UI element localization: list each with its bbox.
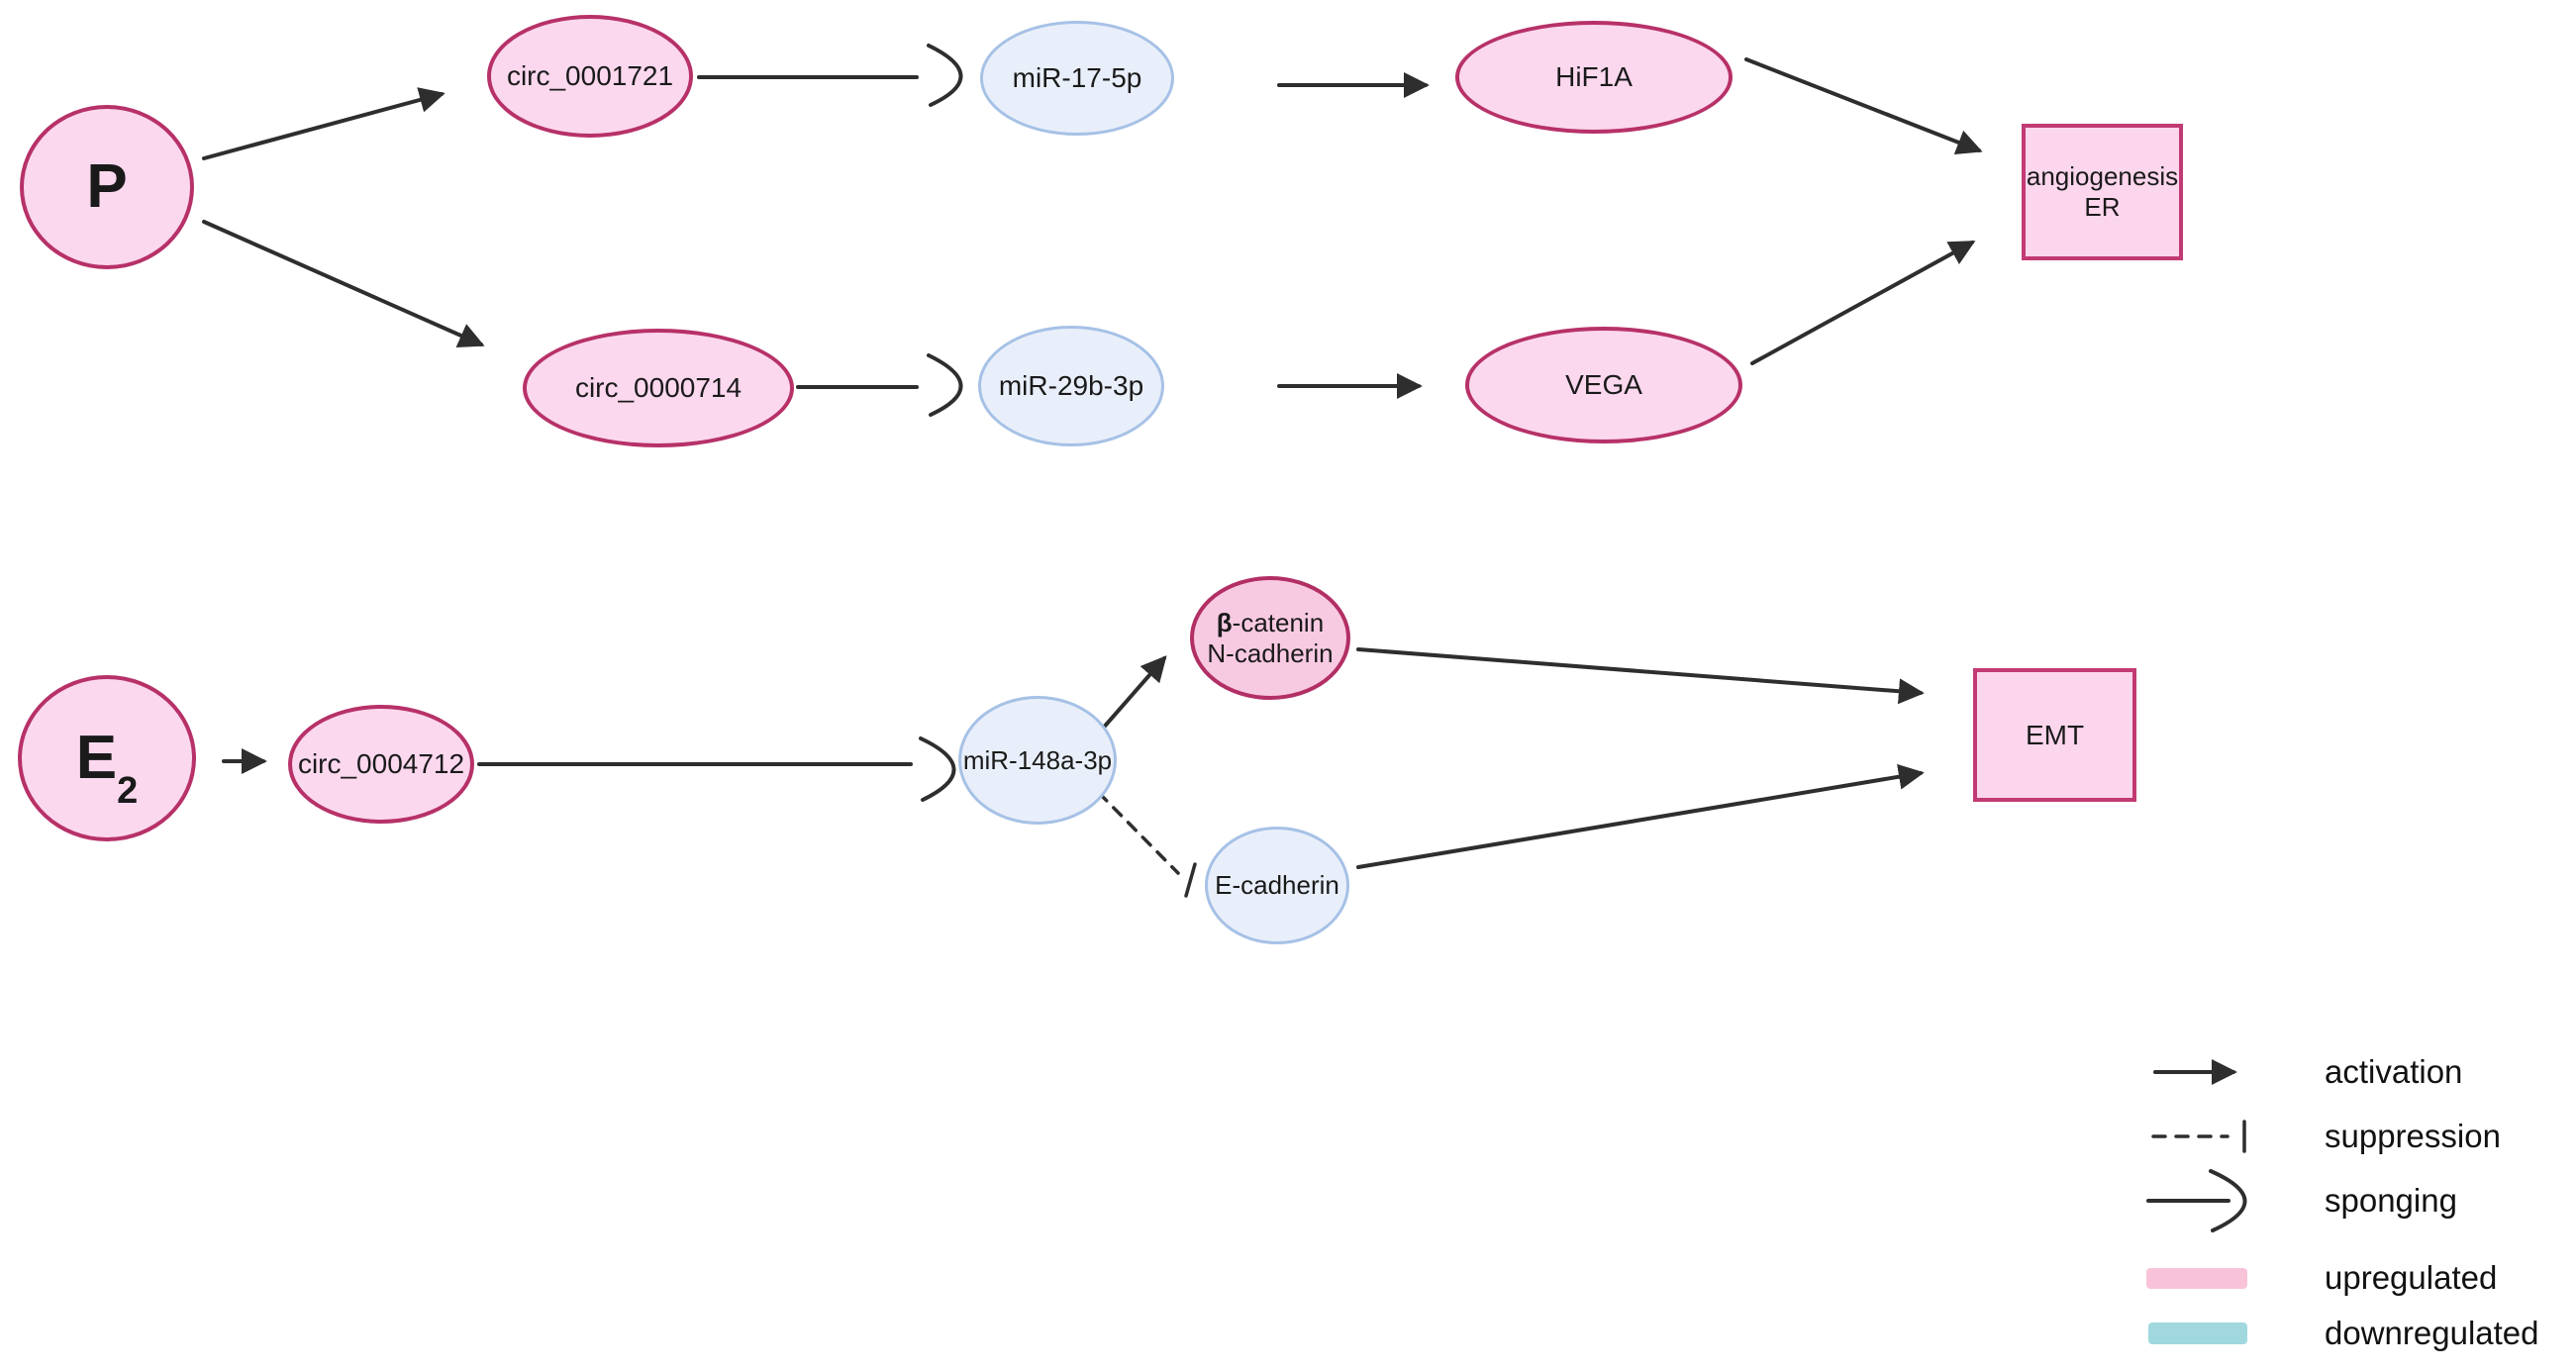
legend-label-suppression: suppression — [2325, 1118, 2501, 1154]
node-bcatenin-ncadherin: β-catenin N-cadherin — [1190, 576, 1350, 700]
node-mir-29b-3p: miR-29b-3p — [978, 326, 1164, 446]
sponging-connectors — [477, 44, 963, 802]
node-circ-0000714-label: circ_0000714 — [574, 372, 743, 404]
arrow-bcatenin-to-emt — [1356, 647, 1925, 705]
node-circ-0004712-label: circ_0004712 — [297, 748, 465, 780]
node-emt-label: EMT — [2025, 719, 2085, 750]
sponge-arc-mir29 — [927, 353, 963, 417]
node-angiogenesis-line2: ER — [2084, 192, 2121, 222]
node-vega-label: VEGA — [1565, 369, 1642, 401]
node-angiogenesis-er: angiogenesis ER — [2022, 124, 2183, 260]
node-angiogenesis-line1: angiogenesis — [2026, 161, 2179, 192]
node-e2-subscript: 2 — [117, 770, 139, 812]
node-mir-17-5p: miR-17-5p — [980, 21, 1174, 136]
legend-label-downregulated: downregulated — [2325, 1315, 2539, 1351]
sponge-arc-mir17 — [927, 44, 963, 107]
legend-label-activation: activation — [2325, 1053, 2463, 1090]
legend-downregulated-swatch — [2148, 1323, 2247, 1344]
arrow-hif1a-to-angiogenesis — [1744, 57, 1983, 155]
node-p: P — [20, 105, 194, 269]
node-mir-17-5p-label: miR-17-5p — [1012, 62, 1142, 94]
legend-label-upregulated: upregulated — [2325, 1259, 2498, 1296]
beta-symbol: β — [1216, 607, 1233, 637]
arrow-mir148-to-bcatenin — [1099, 655, 1167, 733]
node-mir-29b-3p-label: miR-29b-3p — [998, 370, 1144, 402]
node-emt: EMT — [1973, 668, 2136, 802]
bcatenin-rest: -catenin — [1232, 607, 1325, 637]
node-hif1a-label: HiF1A — [1555, 61, 1633, 93]
node-e2-label: E — [75, 724, 118, 793]
suppression-connectors — [1097, 791, 1197, 898]
node-circ-0001721: circ_0001721 — [487, 15, 693, 138]
legend-sponging-arc — [2209, 1169, 2247, 1232]
arrow-ecadherin-to-emt — [1356, 763, 1925, 869]
legend-symbols — [2146, 1059, 2247, 1232]
sponge-arc-mir148 — [919, 736, 956, 802]
arrow-p-to-circ0000714 — [202, 220, 485, 347]
legend-upregulated-swatch — [2146, 1268, 2247, 1289]
suppress-line-mir148-ecadherin — [1097, 791, 1180, 875]
arrow-p-to-circ0001721 — [202, 87, 446, 160]
activation-arrows — [202, 57, 1983, 869]
arrow-vega-to-angiogenesis — [1750, 241, 1976, 365]
node-e-cadherin: E-cadherin — [1205, 827, 1349, 944]
node-mir-148a-3p: miR-148a-3p — [958, 696, 1117, 825]
suppress-bar-ecadherin — [1184, 862, 1197, 898]
node-bcatenin-line1: β-catenin — [1207, 608, 1333, 638]
node-circ-0004712: circ_0004712 — [288, 705, 474, 824]
node-p-label: P — [86, 152, 128, 222]
node-e-cadherin-label: E-cadherin — [1215, 870, 1339, 901]
node-ncadherin-line2: N-cadherin — [1207, 637, 1334, 668]
legend-label-sponging: sponging — [2325, 1182, 2457, 1219]
node-vega: VEGA — [1465, 327, 1742, 443]
node-circ-0000714: circ_0000714 — [523, 329, 794, 447]
node-mir-148a-3p-label: miR-148a-3p — [962, 744, 1113, 775]
node-circ-0001721-label: circ_0001721 — [506, 60, 674, 92]
node-hif1a: HiF1A — [1455, 21, 1733, 134]
